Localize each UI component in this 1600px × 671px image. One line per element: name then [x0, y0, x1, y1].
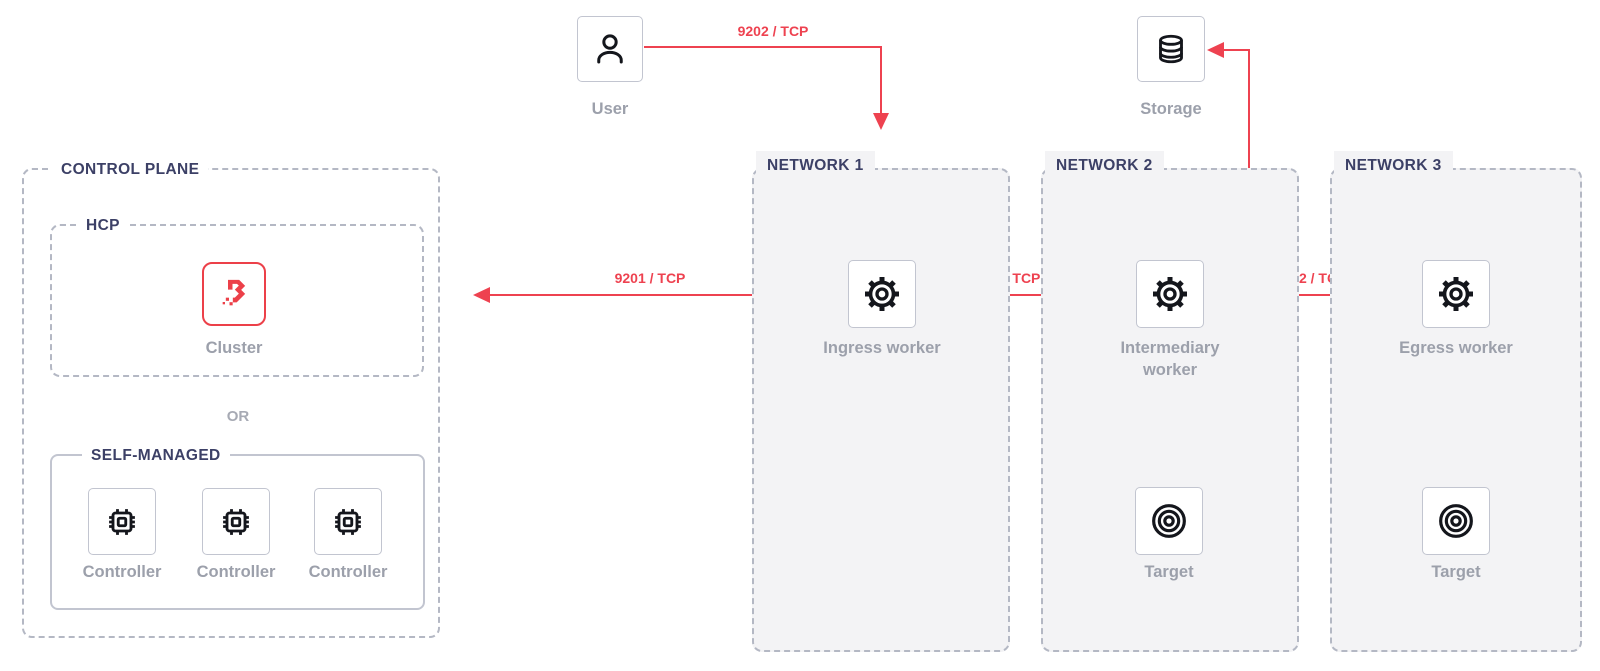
arrow-user-to-network1: [644, 46, 889, 130]
target-label-network2: Target: [1144, 563, 1194, 581]
controller-node-2: [202, 488, 270, 555]
ingress-worker-node: [848, 260, 916, 328]
ingress-worker-label: Ingress worker: [823, 339, 941, 357]
target-icon: [1152, 504, 1186, 538]
boundary-logo: [222, 279, 246, 306]
network-2-title: NETWORK 2: [1045, 151, 1164, 180]
database-icon: [1159, 34, 1183, 64]
egress-worker-label: Egress worker: [1399, 339, 1513, 357]
self-managed-group: SELF-MANAGED: [50, 445, 425, 610]
network-2-group: NETWORK 2: [1041, 151, 1299, 652]
chip-icon: [109, 508, 135, 535]
control-plane-group: CONTROL PLANE HCP OR SELF-MANAGED: [22, 159, 440, 638]
target-icon: [1439, 504, 1473, 538]
target-node-network3: [1422, 487, 1490, 555]
controller-label-2: Controller: [196, 563, 276, 581]
controller-label-3: Controller: [308, 563, 388, 581]
port-label-ingress-to-control-plane: 9201 / TCP: [614, 270, 686, 286]
cluster-label: Cluster: [205, 339, 263, 357]
intermediary-worker-node: [1136, 260, 1204, 328]
gear-icon: [1153, 277, 1187, 311]
or-separator: OR: [226, 408, 250, 425]
target-node-network2: [1135, 487, 1203, 555]
user-icon: [597, 34, 623, 64]
network-3-title: NETWORK 3: [1334, 151, 1453, 180]
storage-label: Storage: [1140, 100, 1202, 118]
storage-node: [1137, 16, 1205, 82]
control-plane-title: CONTROL PLANE: [52, 159, 209, 180]
network-1-group: NETWORK 1: [752, 151, 1010, 652]
hcp-title: HCP: [77, 215, 129, 236]
hcp-group: HCP: [50, 215, 424, 377]
target-label-network3: Target: [1431, 563, 1481, 581]
chip-icon: [335, 508, 361, 535]
gear-icon: [865, 277, 899, 311]
self-managed-title: SELF-MANAGED: [82, 445, 230, 466]
gear-icon: [1439, 277, 1473, 311]
egress-worker-node: [1422, 260, 1490, 328]
cluster-node: [202, 262, 266, 326]
network-1-title: NETWORK 1: [756, 151, 875, 180]
controller-label-1: Controller: [82, 563, 162, 581]
port-label-user-to-network1: 9202 / TCP: [737, 23, 809, 39]
user-node: [577, 16, 643, 82]
network-3-group: NETWORK 3: [1330, 151, 1582, 652]
controller-node-1: [88, 488, 156, 555]
intermediary-worker-label: Intermediary worker: [1120, 339, 1220, 379]
chip-icon: [223, 508, 249, 535]
controller-node-3: [314, 488, 382, 555]
user-label: User: [591, 100, 629, 118]
